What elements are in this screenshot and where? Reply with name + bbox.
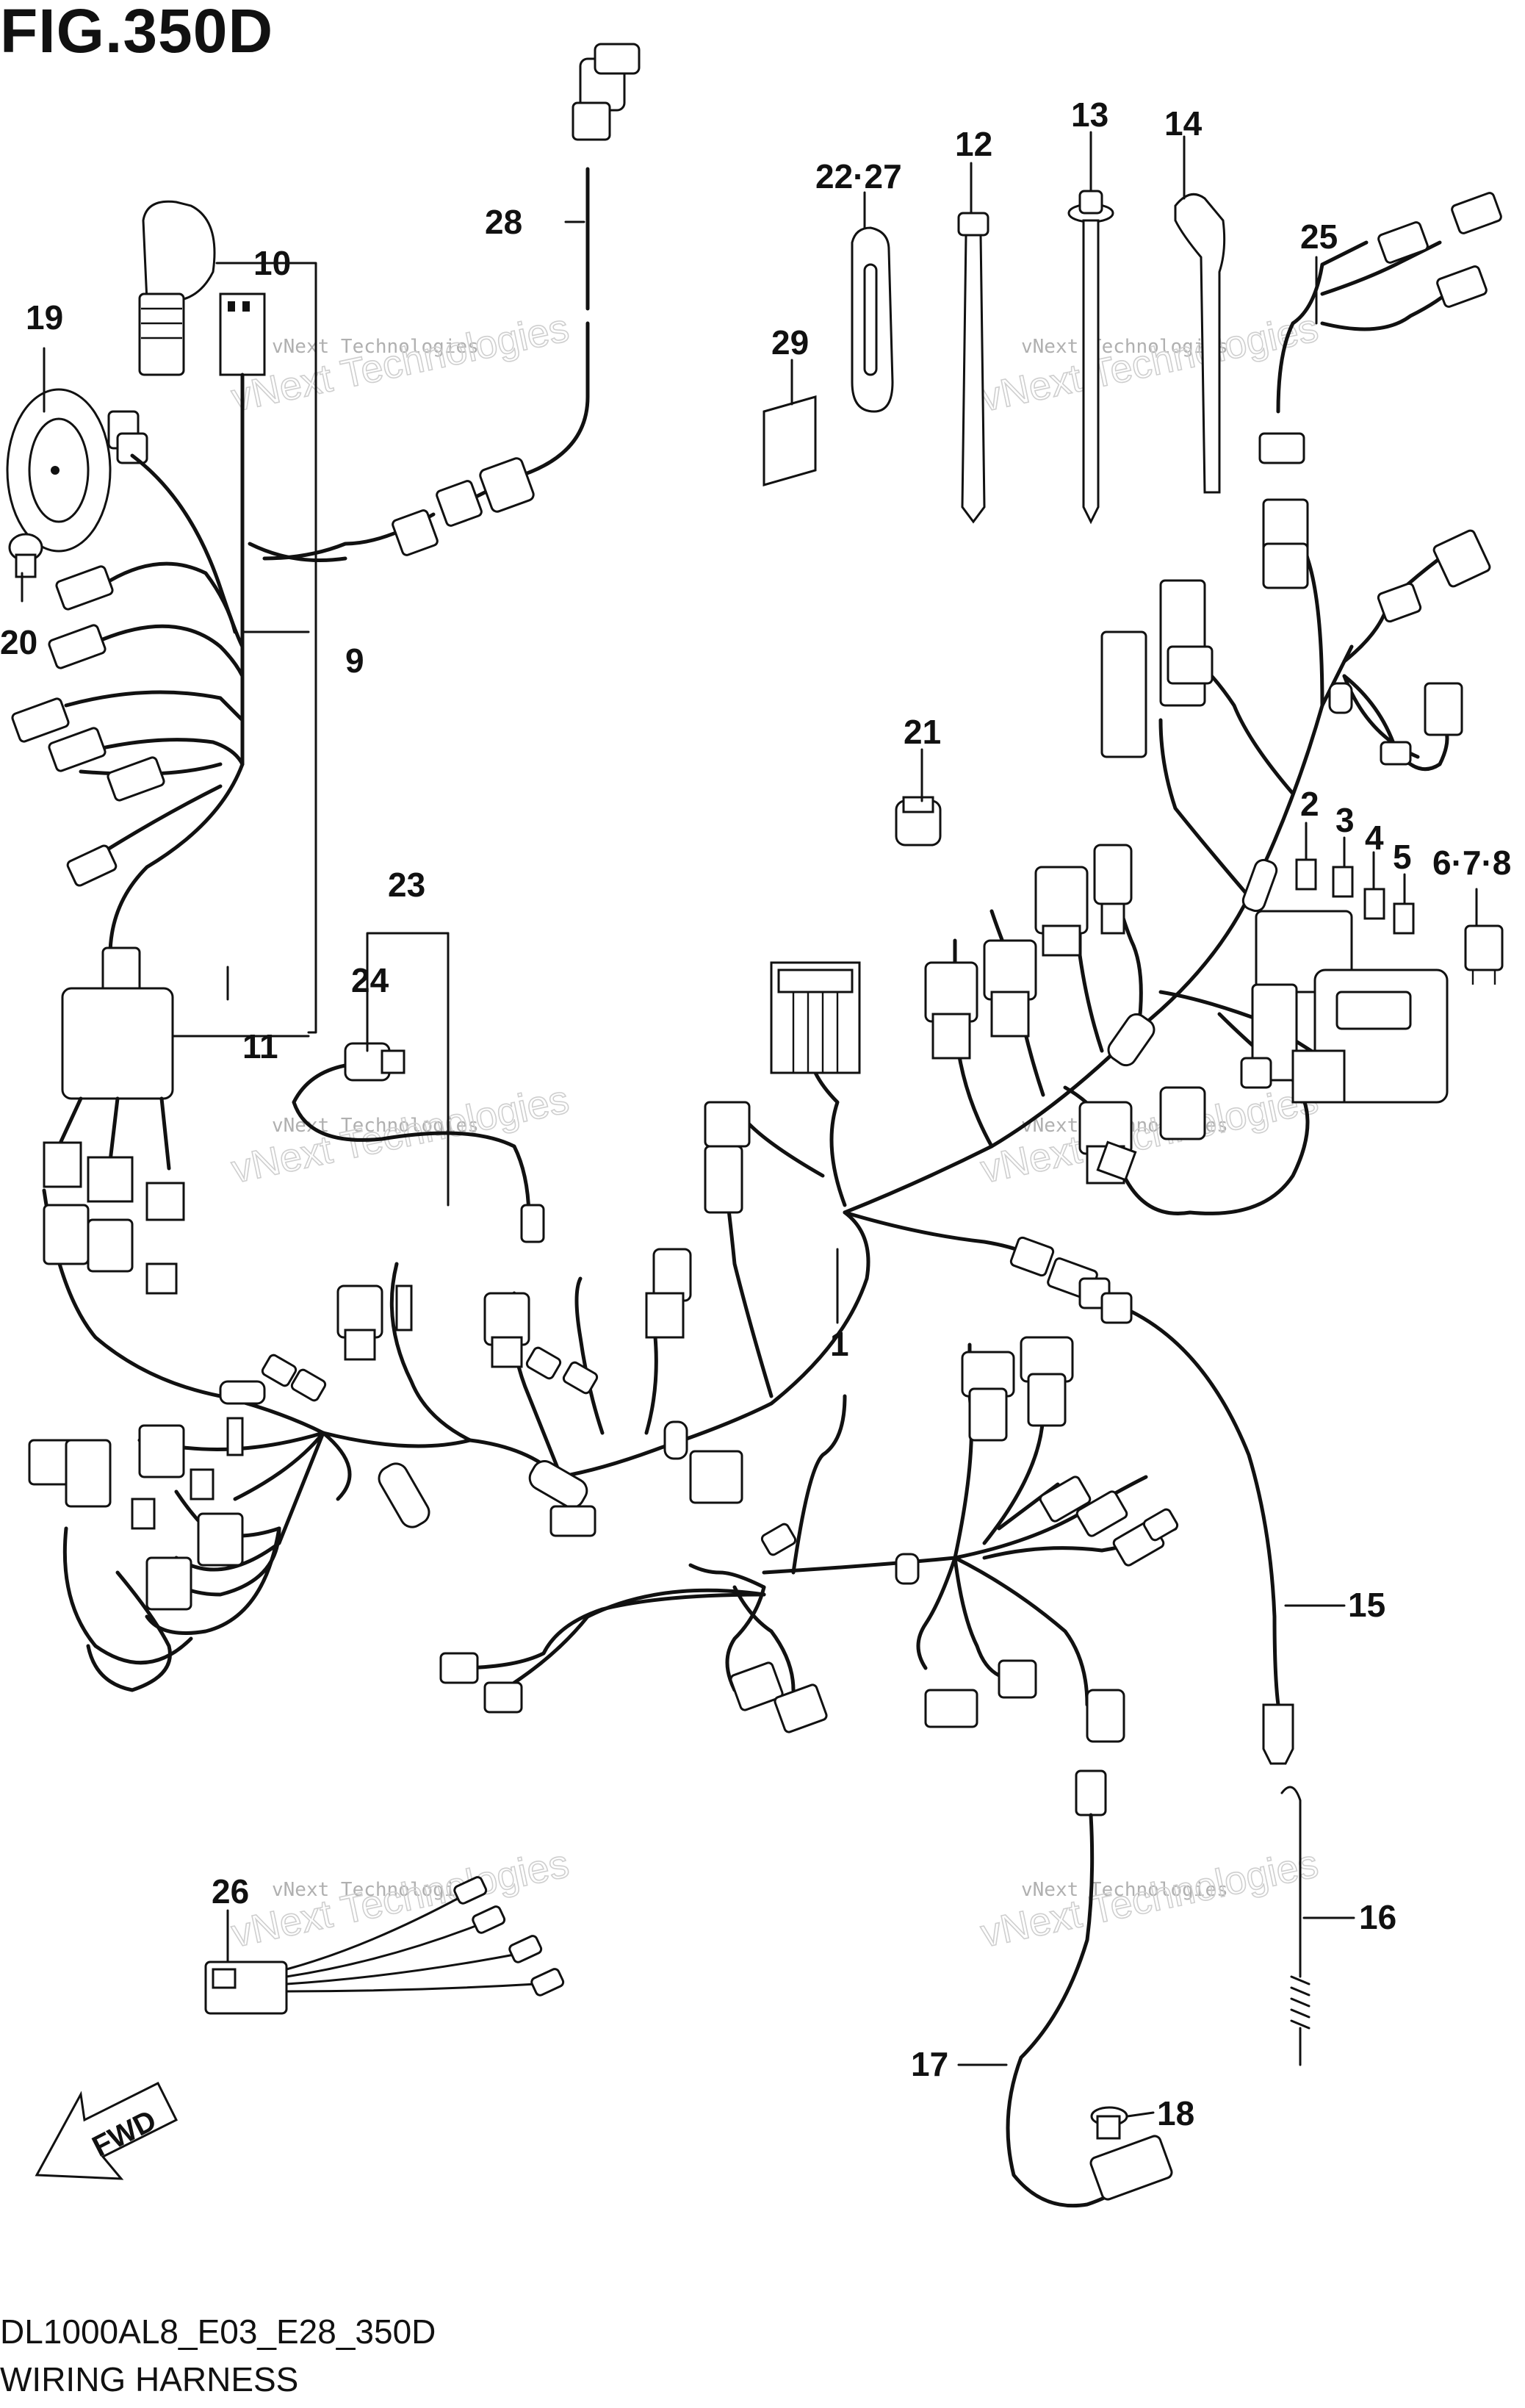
fuse-box bbox=[1240, 910, 1449, 1104]
callout-24: 24 bbox=[351, 961, 389, 999]
part-13-tie bbox=[1067, 190, 1114, 525]
watermark-top-right: vNext Technologies vNext Technologies bbox=[976, 305, 1322, 420]
watermark-mid-right: vNext Technologies vNext Technologies bbox=[976, 1077, 1322, 1192]
part-10-connectors bbox=[138, 200, 266, 766]
callout-29: 29 bbox=[771, 323, 809, 362]
part-2-5-fuses bbox=[1295, 858, 1415, 935]
part-19-horn bbox=[6, 388, 148, 553]
part-9-harness bbox=[11, 453, 347, 1002]
part-12-tie bbox=[957, 212, 989, 524]
callout-18: 18 bbox=[1157, 2094, 1194, 2132]
svg-text:vNext Technologies: vNext Technologies bbox=[272, 1879, 479, 1901]
callout-2: 2 bbox=[1300, 785, 1319, 823]
callout-26: 26 bbox=[212, 1872, 249, 1911]
part-26-lead bbox=[204, 1876, 565, 2015]
part-29-pad bbox=[762, 395, 817, 486]
callout-14: 14 bbox=[1164, 104, 1203, 143]
diagram-name: WIRING HARNESS bbox=[0, 2360, 299, 2398]
svg-text:vNext Technologies: vNext Technologies bbox=[272, 336, 479, 358]
callout-5: 5 bbox=[1393, 838, 1412, 876]
callout-1: 1 bbox=[830, 1325, 849, 1363]
callout-6-7-8: 6·7·8 bbox=[1432, 844, 1511, 882]
callout-21: 21 bbox=[904, 713, 941, 751]
callout-16: 16 bbox=[1359, 1898, 1396, 1936]
callout-20: 20 bbox=[0, 623, 37, 661]
part-15-cable bbox=[1078, 1277, 1294, 1765]
fwd-arrow: FWD bbox=[35, 2081, 179, 2180]
part-28-cable bbox=[262, 43, 641, 561]
part-14-clamp bbox=[1174, 193, 1226, 494]
part-17-cable bbox=[1006, 1769, 1173, 2208]
callout-15: 15 bbox=[1348, 1586, 1385, 1624]
callout-3: 3 bbox=[1335, 801, 1355, 839]
watermark-bottom-right: vNext Technologies vNext Technologies bbox=[976, 1841, 1322, 1956]
callout-4: 4 bbox=[1365, 819, 1384, 857]
watermark-top-left: vNext Technologies vNext Technologies bbox=[227, 305, 573, 420]
part-22-27-holder bbox=[851, 226, 894, 413]
figure-title: FIG.350D bbox=[0, 0, 274, 65]
callout-28: 28 bbox=[485, 203, 522, 241]
callout-12: 12 bbox=[955, 125, 992, 163]
part-11-module bbox=[43, 946, 185, 1221]
svg-text:vNext Technologies: vNext Technologies bbox=[1021, 1879, 1228, 1901]
part-20-bolt bbox=[8, 533, 43, 578]
callout-19: 19 bbox=[26, 298, 63, 337]
part-21-clip bbox=[895, 796, 942, 847]
callout-23: 23 bbox=[388, 866, 425, 904]
callout-22-27: 22·27 bbox=[815, 157, 902, 195]
callout-25: 25 bbox=[1300, 218, 1338, 256]
svg-text:vNext Technologies: vNext Technologies bbox=[1021, 336, 1228, 358]
callout-labels: 28 10 19 20 9 11 23 24 22·27 12 13 14 25… bbox=[0, 96, 1511, 2132]
svg-text:vNext Technologies: vNext Technologies bbox=[977, 306, 1322, 420]
svg-text:vNext Technologies: vNext Technologies bbox=[228, 306, 573, 420]
main-harness-connectors bbox=[28, 844, 1206, 1743]
part-23-lead bbox=[292, 1042, 545, 1243]
part-16-spring bbox=[1280, 1786, 1311, 2066]
callout-9: 9 bbox=[345, 641, 364, 680]
callout-11: 11 bbox=[242, 1027, 278, 1065]
part-678-relay bbox=[1464, 924, 1504, 985]
callout-10: 10 bbox=[253, 244, 291, 282]
part-18-bolt bbox=[1090, 2106, 1128, 2140]
watermark-bottom-left: vNext Technologies vNext Technologies bbox=[227, 1841, 573, 1956]
leader-lines bbox=[21, 131, 1478, 2118]
diagram-code: DL1000AL8_E03_E28_350D bbox=[0, 2312, 436, 2351]
callout-13: 13 bbox=[1071, 96, 1108, 134]
part-25-subharness bbox=[1100, 192, 1502, 766]
callout-17: 17 bbox=[911, 2045, 948, 2083]
